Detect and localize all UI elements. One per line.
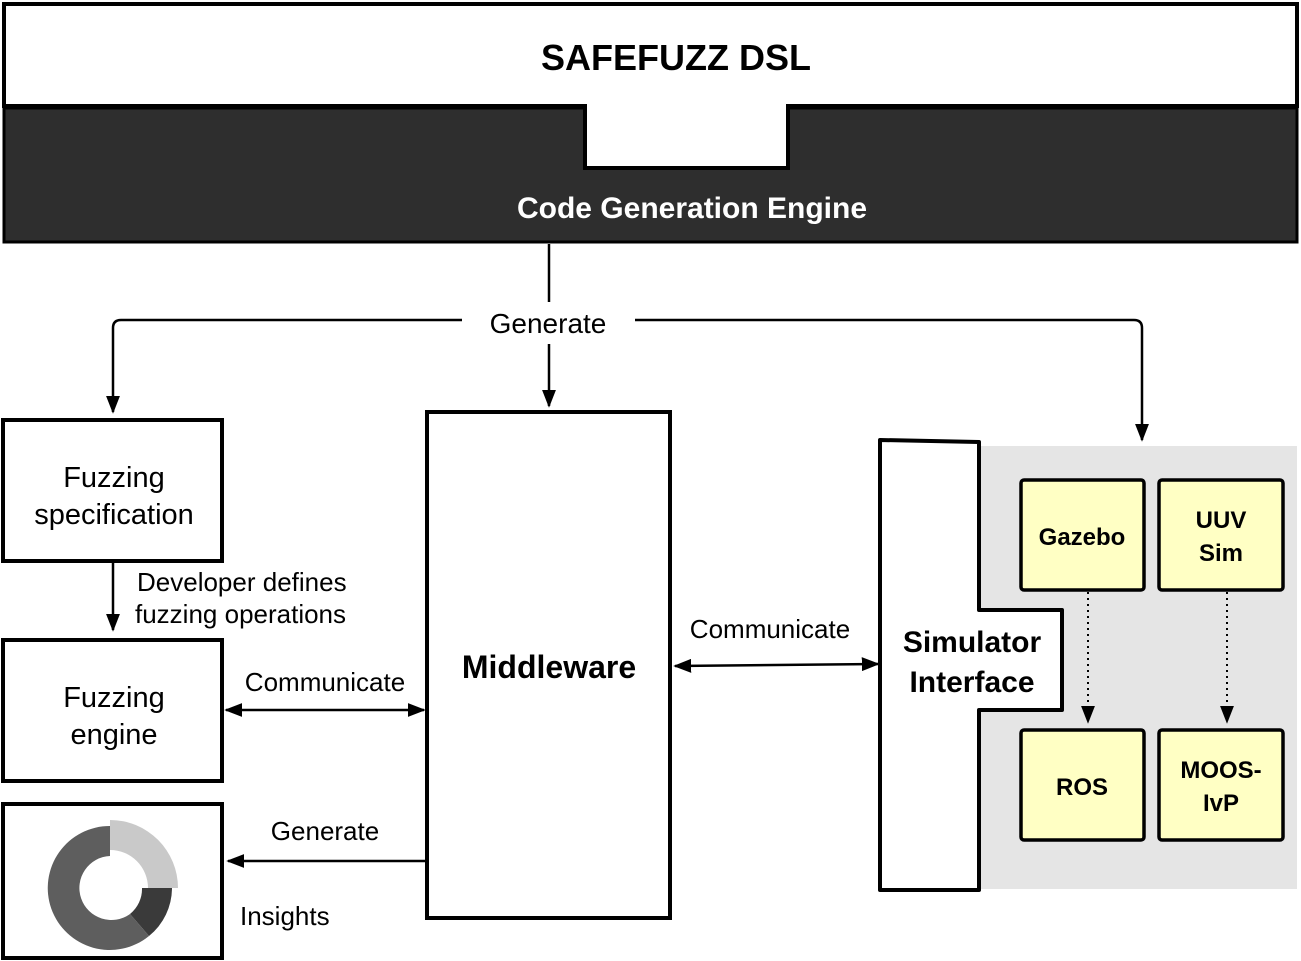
simulator-interface-shape xyxy=(878,438,1064,892)
fuzzing-engine-label-line1: Fuzzing xyxy=(63,682,165,714)
insights-label: Insights xyxy=(240,901,330,931)
uuv-sim-box xyxy=(1157,478,1285,592)
donut-chart-icon xyxy=(47,820,178,950)
gazebo-label: Gazebo xyxy=(1039,524,1126,551)
middleware-label: Middleware xyxy=(462,649,636,685)
generate-bottom-label: Generate xyxy=(271,816,379,846)
moos-ivp-label-line1: MOOS- xyxy=(1180,757,1261,784)
donut-segment-light xyxy=(110,820,178,888)
simulator-interface-label-line2: Interface xyxy=(909,666,1034,699)
moos-ivp-box xyxy=(1157,728,1285,842)
uuv-sim-label-line2: Sim xyxy=(1199,540,1243,567)
fuzzing-engine-box xyxy=(1,638,224,783)
engine-title: Code Generation Engine xyxy=(517,192,867,225)
fuzzing-engine-label-line2: engine xyxy=(70,719,157,751)
gazebo-box xyxy=(1019,478,1146,592)
developer-label-line1: Developer defines xyxy=(137,567,347,597)
developer-label-line2: fuzzing operations xyxy=(135,599,346,629)
communicate-right-label: Communicate xyxy=(690,614,850,644)
uuv-sim-label-line1: UUV xyxy=(1196,507,1247,534)
fuzzing-specification-label-line1: Fuzzing xyxy=(63,462,165,494)
middleware-box xyxy=(425,410,672,920)
dsl-engine-block: SAFEFUZZ DSL Code Generation Engine xyxy=(2,2,1299,244)
safefuzz-dsl-shape xyxy=(2,2,1299,170)
moos-ivp-label-line2: IvP xyxy=(1203,790,1239,817)
donut-segment-medium xyxy=(47,825,149,950)
dsl-title: SAFEFUZZ DSL xyxy=(541,37,811,78)
fuzzing-specification-box xyxy=(1,418,224,563)
donut-segment-dark xyxy=(130,888,172,936)
arrow-to-fuzzing-spec xyxy=(106,318,462,414)
fuzzing-specification-label-line2: specification xyxy=(34,499,194,531)
communicate-left-label: Communicate xyxy=(245,667,405,697)
arrow-to-simulator xyxy=(635,318,1149,442)
generate-connectors xyxy=(106,244,1149,442)
generate-top-label: Generate xyxy=(490,308,607,339)
arrow-middleware-simulator xyxy=(673,657,880,673)
ros-box xyxy=(1019,728,1146,842)
ros-label: ROS xyxy=(1056,774,1108,801)
simulator-interface-label-line1: Simulator xyxy=(903,626,1042,659)
